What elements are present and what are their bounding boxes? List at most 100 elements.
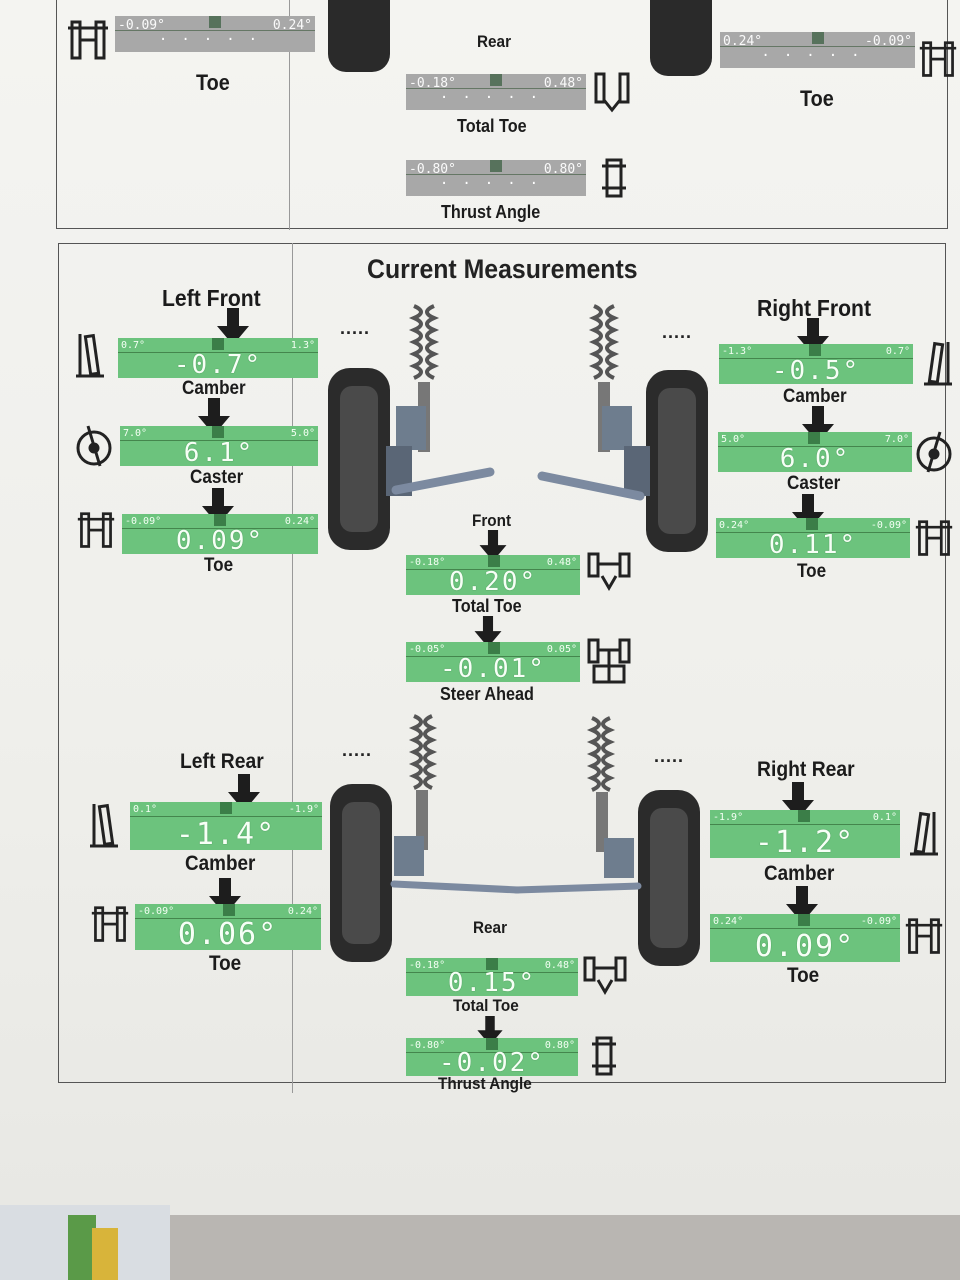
top-right-toe-label: Toe [800, 86, 834, 111]
range-min: 5.0° [721, 434, 746, 445]
range-max: 0.48° [543, 76, 583, 91]
range-min: -0.80° [409, 1040, 446, 1051]
camber-label: Camber [182, 378, 246, 399]
background-yellow-label [92, 1228, 118, 1280]
total-toe-value: 0.20° [448, 567, 538, 595]
down-arrow-icon [797, 318, 829, 355]
caster-value: 6.0° [779, 444, 851, 472]
down-arrow-icon [198, 398, 230, 435]
down-arrow-icon [802, 406, 834, 443]
total-toe-label: Total Toe [453, 996, 519, 1015]
left-rear-toe-gauge: -0.09° 0.24° 0.06° [135, 904, 321, 950]
left-front-caster-gauge: 7.0° 5.0° 6.1° [120, 426, 318, 466]
background-green-label [68, 1215, 96, 1280]
range-min: -0.18° [409, 960, 446, 971]
range-min: 0.24° [723, 34, 763, 49]
range-min: 0.24° [719, 520, 750, 531]
range-min: -0.09° [125, 516, 162, 527]
dots-indicator: ..... [342, 740, 373, 760]
left-front-camber-gauge: 0.7° 1.3° -0.7° [118, 338, 318, 378]
thrust-angle-label: Thrust Angle [438, 1074, 532, 1093]
down-arrow-icon [209, 878, 241, 915]
printout-page: -0.09° 0.24° ····· Toe Rear 0.24° -0.09°… [0, 0, 960, 1215]
left-front-toe-gauge: -0.09° 0.24° 0.09° [122, 514, 318, 554]
right-front-caster-gauge: 5.0° 7.0° 6.0° [718, 432, 912, 472]
steer-ahead-icon [587, 638, 631, 684]
current-measurements-frame [58, 243, 946, 1083]
range-min: -1.9° [713, 812, 744, 823]
range-max: -0.09° [870, 520, 907, 531]
toe-wheel-icon [77, 512, 115, 548]
rear-label: Rear [473, 918, 508, 937]
dots-indicator: ..... [662, 322, 693, 342]
camber-label: Camber [185, 852, 256, 875]
range-max: 1.3° [290, 340, 315, 351]
tire-shape [328, 0, 390, 72]
range-min: 0.24° [713, 916, 744, 927]
toe-value: 0.09° [754, 929, 856, 962]
range-max: 0.24° [272, 18, 312, 33]
range-max: -0.09° [865, 34, 912, 49]
range-max: -1.9° [288, 804, 319, 815]
toe-label: Toe [787, 964, 820, 987]
down-arrow-icon [479, 530, 507, 562]
rear-right-suspension-illustration [512, 716, 700, 966]
front-label: Front [472, 511, 512, 530]
thrust-angle-value: -0.02° [439, 1048, 545, 1076]
top-right-toe-gauge: 0.24° -0.09° ····· [720, 32, 915, 68]
range-max: 0.24° [284, 516, 315, 527]
top-left-toe-label: Toe [196, 70, 230, 95]
top-thrust-angle-label: Thrust Angle [441, 202, 541, 222]
down-arrow-icon [792, 494, 824, 531]
steer-ahead-value: -0.01° [440, 654, 546, 682]
axle-toe-icon [583, 956, 627, 995]
camber-value: -0.5° [771, 356, 861, 384]
section-title: Current Measurements [367, 254, 638, 284]
range-max: -0.09° [860, 916, 897, 927]
right-rear-heading: Right Rear [757, 758, 855, 781]
camber-label: Camber [783, 386, 847, 407]
caster-label: Caster [787, 473, 841, 494]
thrust-car-icon [592, 1036, 616, 1076]
range-max: 0.80° [544, 1040, 575, 1051]
range-min: -1.3° [722, 346, 753, 357]
toe-label: Toe [204, 555, 234, 576]
toe-value: 0.06° [177, 917, 279, 950]
range-min: 0.7° [121, 340, 146, 351]
caster-value: 6.1° [183, 438, 255, 466]
right-front-camber-gauge: -1.3° 0.7° -0.5° [719, 344, 913, 384]
axle-toe-icon [594, 72, 630, 113]
toe-wheel-icon [915, 520, 953, 556]
camber-wheel-icon [76, 333, 104, 378]
left-front-heading: Left Front [162, 285, 261, 311]
toe-label: Toe [797, 561, 827, 582]
top-thrust-angle-gauge: -0.80° 0.80° ····· [406, 160, 586, 196]
range-min: 0.1° [133, 804, 158, 815]
down-arrow-icon [228, 774, 260, 811]
front-total-toe-gauge: -0.18° 0.48° 0.20° [406, 555, 580, 595]
top-left-toe-gauge: -0.09° 0.24° ····· [115, 16, 315, 52]
top-rear-label: Rear [477, 32, 512, 51]
total-toe-label: Total Toe [452, 596, 522, 616]
range-min: -0.18° [409, 76, 456, 91]
top-total-toe-label: Total Toe [457, 116, 527, 136]
caster-wheel-icon [76, 425, 112, 467]
camber-wheel-icon [90, 803, 118, 848]
dots-indicator: ..... [340, 318, 371, 338]
range-max: 0.48° [544, 960, 575, 971]
camber-value: -1.2° [754, 825, 856, 858]
left-rear-camber-gauge: 0.1° -1.9° -1.4° [130, 802, 322, 850]
range-min: -0.05° [409, 644, 446, 655]
range-max: 0.80° [543, 162, 583, 177]
rear-left-suspension-illustration [330, 714, 522, 962]
toe-value: 0.11° [768, 530, 858, 558]
left-rear-heading: Left Rear [180, 750, 264, 773]
range-max: 7.0° [884, 434, 909, 445]
top-section-frame [56, 0, 948, 229]
down-arrow-icon [217, 308, 249, 345]
front-steer-ahead-gauge: -0.05° 0.05° -0.01° [406, 642, 580, 682]
right-rear-camber-gauge: -1.9° 0.1° -1.2° [710, 810, 900, 858]
steer-ahead-label: Steer Ahead [440, 684, 534, 704]
rear-total-toe-gauge: -0.18° 0.48° 0.15° [406, 958, 578, 996]
right-front-heading: Right Front [757, 295, 871, 321]
